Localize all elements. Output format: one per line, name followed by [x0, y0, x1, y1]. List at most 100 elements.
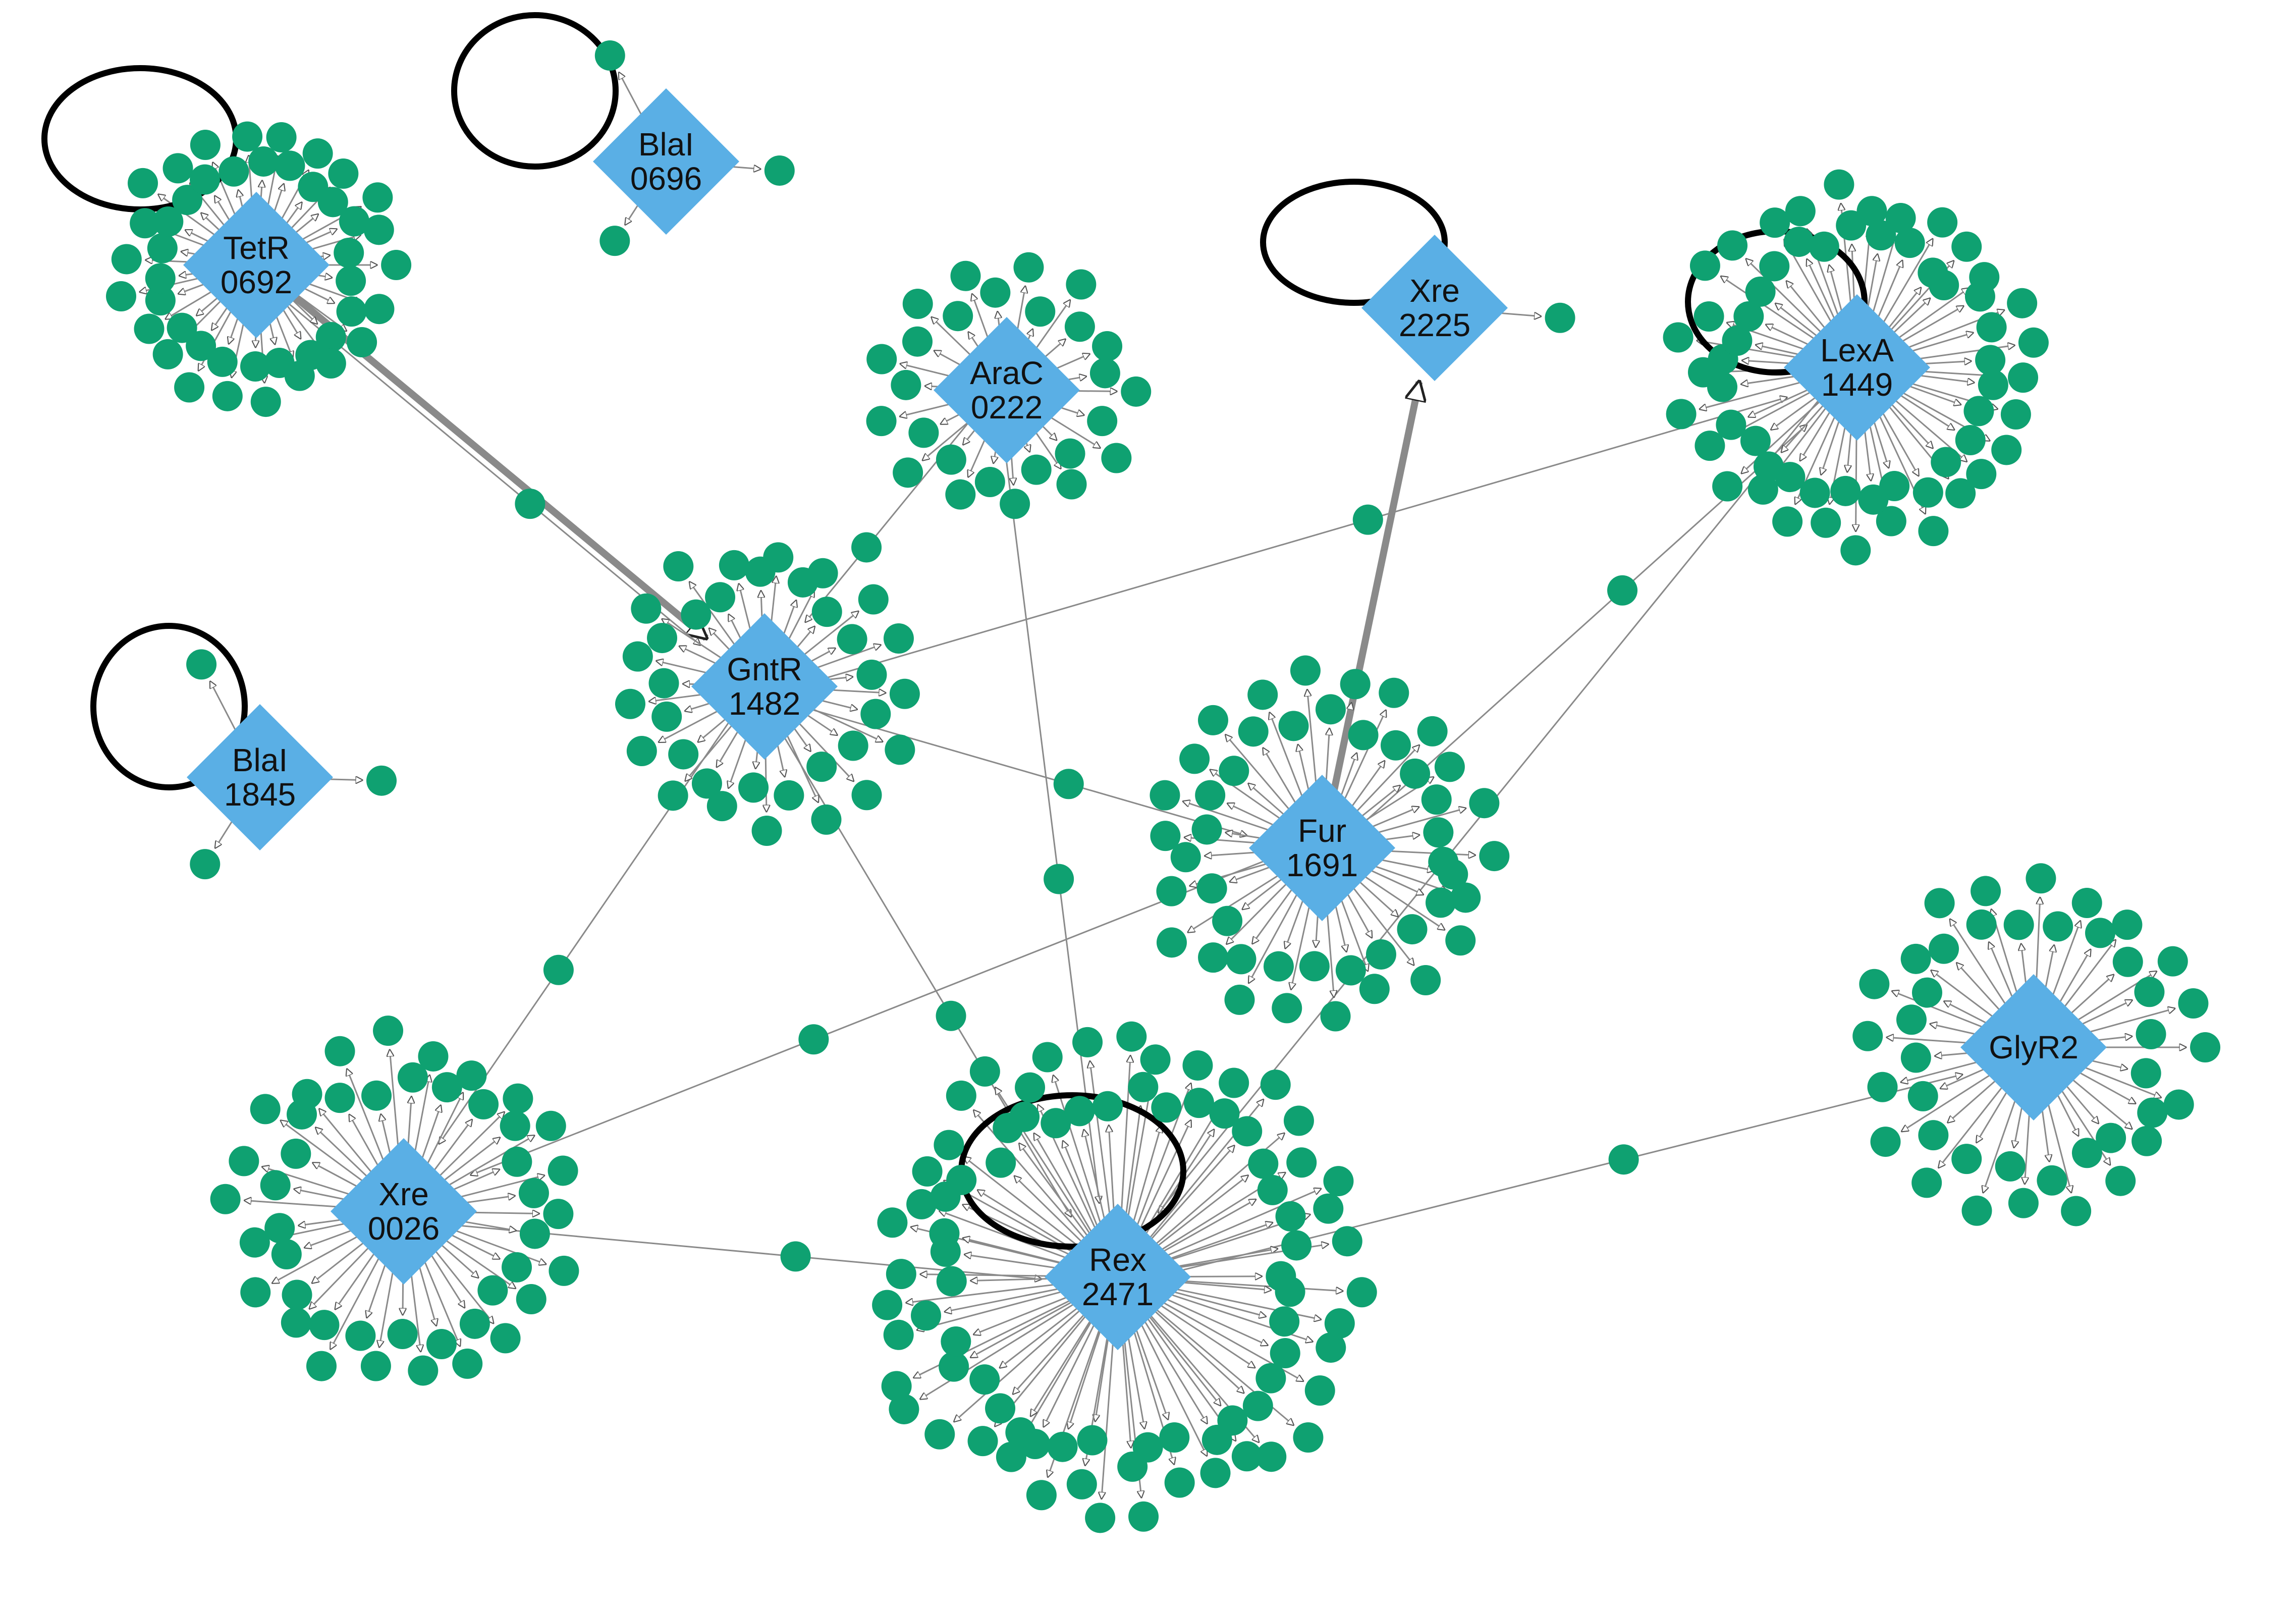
target-gene-node [1025, 296, 1056, 327]
self-regulation-loop [451, 12, 619, 170]
regulator-diamond [331, 1138, 477, 1285]
target-gene-node [2096, 1123, 2126, 1153]
target-gene-node [549, 1255, 579, 1286]
target-gene-node [1824, 169, 1854, 200]
shared-target-gene-node [1352, 504, 1383, 535]
regulator-label: GntR [727, 651, 802, 687]
target-gene-node [969, 1056, 1000, 1087]
target-gene-node [1021, 454, 1052, 485]
regulator-label: BlaI [638, 126, 694, 163]
target-gene-node [345, 1320, 376, 1351]
target-gene-node [1955, 424, 1986, 455]
regulator-diamond [1784, 294, 1930, 441]
target-gene-node [1927, 207, 1958, 238]
target-gene-node [1693, 301, 1724, 332]
target-gene-node [986, 1147, 1016, 1178]
regulator-node-glyr2[interactable]: GlyR2 [1960, 974, 2107, 1120]
target-gene-node [250, 387, 281, 417]
target-gene-node [1479, 841, 1510, 872]
target-gene-node [1304, 1375, 1335, 1406]
target-gene-node [706, 791, 737, 822]
target-gene-node [516, 1284, 546, 1315]
target-gene-node [1164, 1467, 1195, 1498]
regulation-edge-rex-glyr2 [1120, 1075, 1962, 1287]
target-gene-node [172, 185, 203, 216]
target-gene-node [1799, 477, 1830, 508]
target-gene-node [1397, 914, 1428, 945]
regulator-label: 0222 [971, 389, 1043, 425]
target-gene-node [248, 146, 279, 177]
target-gene-node [2008, 1188, 2039, 1218]
target-gene-node [615, 688, 645, 719]
target-gene-node [1231, 1441, 1262, 1472]
target-gene-node [705, 582, 736, 613]
target-gene-node [1896, 1004, 1927, 1035]
target-gene-node [2000, 399, 2031, 430]
target-gene-node [292, 1079, 322, 1109]
target-gene-node [387, 1319, 418, 1350]
target-gene-node [1009, 1101, 1040, 1132]
target-gene-node [2003, 910, 2034, 940]
target-gene-node [1450, 882, 1481, 913]
target-gene-node [317, 187, 348, 218]
target-gene-node [502, 1146, 532, 1177]
target-gene-node [468, 1089, 499, 1119]
target-gene-node [373, 1016, 404, 1046]
regulator-diamond [1249, 775, 1395, 921]
target-gene-node [336, 296, 367, 327]
target-gene-node [1299, 951, 1330, 982]
target-gene-node [1015, 1072, 1046, 1103]
target-gene-node [1201, 1424, 1232, 1455]
target-gene-node [1929, 270, 1959, 300]
target-gene-node [886, 1259, 916, 1290]
target-gene-node [719, 550, 749, 580]
regulation-edge-arac-rex [997, 391, 1099, 1203]
target-gene-node [2026, 863, 2056, 894]
target-gene-node [1055, 438, 1085, 469]
target-gene-node [1226, 944, 1256, 975]
target-gene-node [946, 1080, 976, 1111]
target-gene-node [1072, 1027, 1103, 1057]
target-gene-node [893, 457, 923, 488]
target-gene-node [1242, 1391, 1273, 1421]
target-gene-node [1281, 1230, 1312, 1261]
target-gene-node [941, 1326, 971, 1357]
target-gene-node [1717, 230, 1748, 261]
target-gene-node [885, 734, 915, 765]
target-gene-node [1876, 506, 1906, 537]
target-gene-node [1410, 965, 1441, 995]
target-gene-node [1332, 1226, 1362, 1257]
target-gene-node [1272, 993, 1302, 1024]
target-gene-node [663, 551, 694, 582]
target-gene-node [1209, 1098, 1240, 1129]
target-gene-node [1087, 406, 1118, 437]
target-gene-node [774, 780, 804, 811]
target-gene-node [362, 182, 393, 213]
target-gene-node [145, 285, 176, 316]
target-gene-node [1255, 1363, 1286, 1394]
target-gene-node [381, 250, 412, 281]
target-gene-node [426, 1329, 457, 1360]
target-gene-node [210, 1184, 241, 1214]
target-gene-node [1912, 477, 1943, 508]
target-gene-node [1085, 1503, 1116, 1533]
target-gene-node [431, 1072, 462, 1103]
target-gene-node [309, 1310, 340, 1341]
target-gene-node [1694, 431, 1725, 461]
shared-target-gene-node [543, 954, 574, 985]
target-gene-node [858, 584, 889, 615]
target-gene-node [1469, 788, 1500, 819]
regulation-edge-tetr-gntr [254, 262, 706, 638]
target-gene-node [1116, 1021, 1147, 1052]
